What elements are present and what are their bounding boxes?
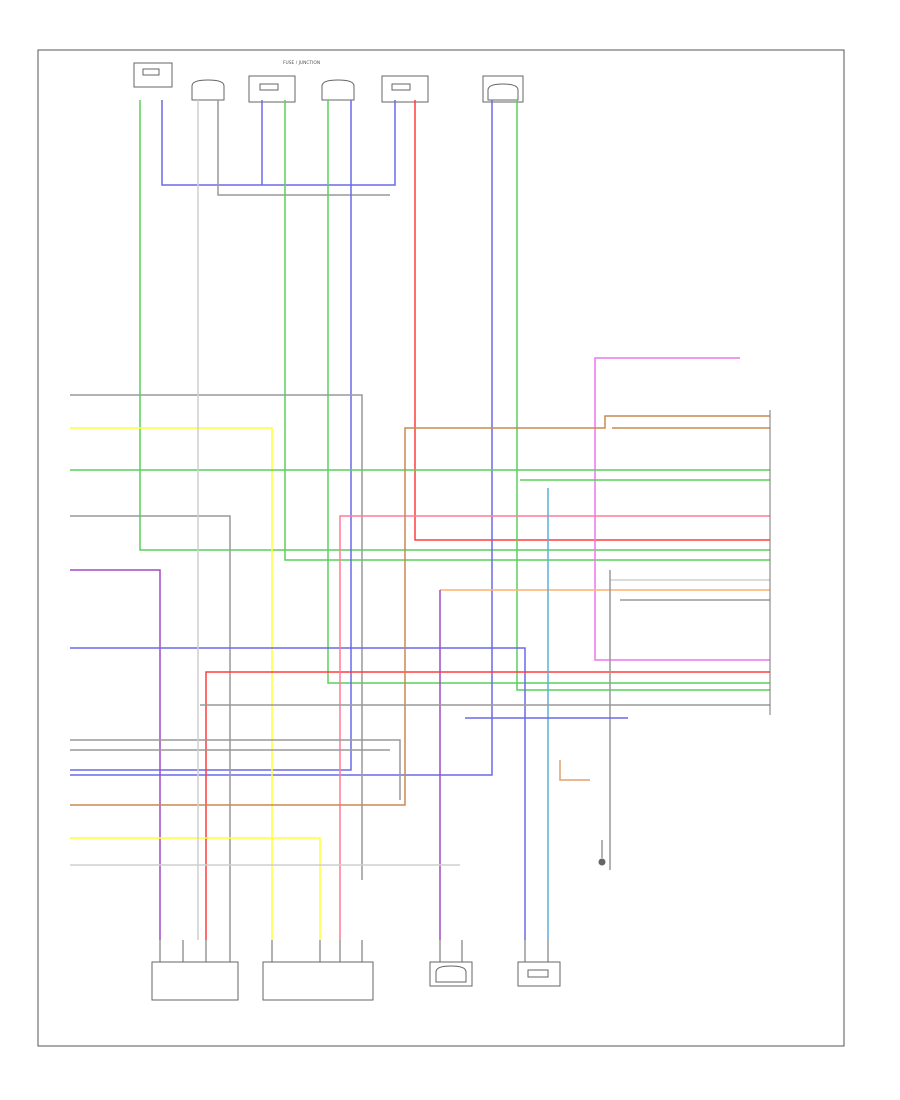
- wire-blue-4: [70, 100, 493, 776]
- wire-yellow-2: [70, 837, 321, 940]
- wire-gray-2: [70, 515, 231, 940]
- wire-yellow-1: [70, 427, 273, 940]
- wire-blue-5: [70, 647, 526, 940]
- wire-harness: [70, 100, 770, 940]
- bottom-pin-stubs: [159, 940, 549, 962]
- bottom-component-2: [262, 961, 374, 1001]
- top-component-2: [191, 79, 225, 101]
- wire-green-2: [284, 100, 770, 561]
- top-component-4: [321, 79, 355, 101]
- bottom-component-3: [429, 961, 473, 987]
- wire-gray-4: [70, 739, 401, 800]
- bottom-component-4: [517, 961, 561, 987]
- ground-symbol: [598, 840, 606, 866]
- wire-gray-bus: [217, 100, 390, 196]
- wire-brown-1: [70, 415, 770, 806]
- wire-blue-bus: [161, 100, 396, 186]
- wire-red-2: [205, 671, 770, 940]
- wire-magenta-1: [594, 357, 770, 661]
- wire-red-1: [414, 100, 770, 541]
- top-component-3: [248, 75, 296, 103]
- top-component-1: [133, 62, 173, 88]
- wire-gray-1: [70, 394, 363, 880]
- wire-blue-3: [70, 100, 352, 771]
- fuse-junction-label: FUSE / JUNCTION: [283, 60, 320, 66]
- wire-green-1: [139, 100, 770, 551]
- top-component-5: [381, 75, 429, 103]
- top-component-6: [482, 75, 524, 103]
- wire-pink-1: [339, 515, 770, 940]
- diagram-frame: [37, 49, 845, 1047]
- wire-tan-1: [559, 760, 590, 781]
- wire-purple-1: [70, 569, 161, 940]
- wire-green-4: [516, 100, 770, 691]
- bottom-component-1: [151, 961, 239, 1001]
- wire-green-3: [327, 100, 770, 684]
